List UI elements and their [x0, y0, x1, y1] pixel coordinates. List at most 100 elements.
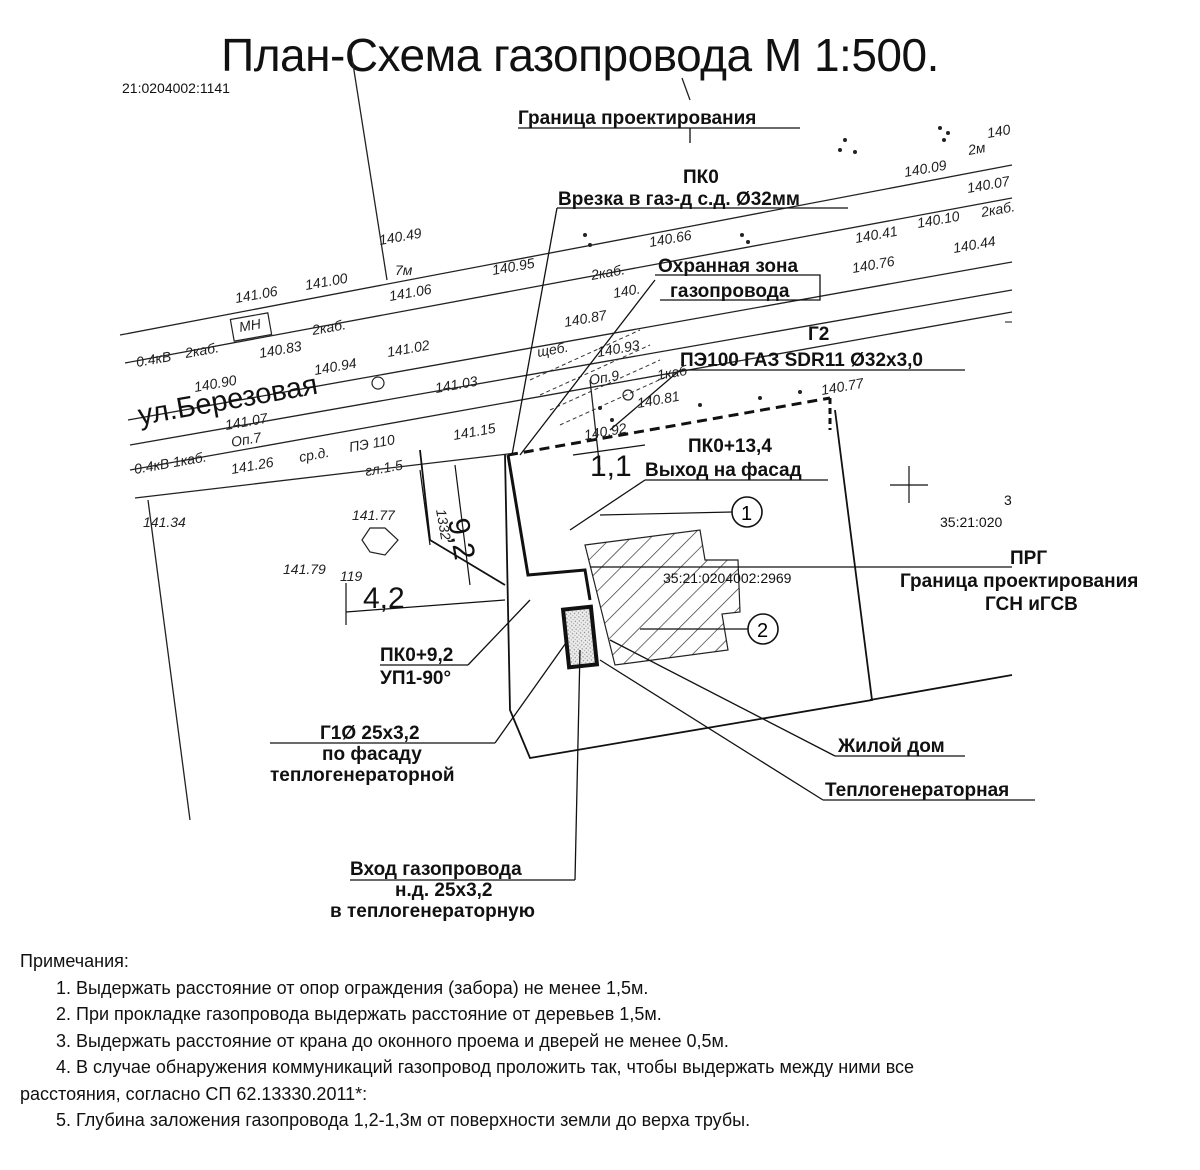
lot-boundary [419, 409, 1013, 760]
label-g1-1: Г1Ø 25x3,2 [320, 723, 420, 744]
svg-text:2: 2 [757, 620, 768, 642]
label-exit-facade: Выход на фасад [645, 460, 802, 481]
leader-lines [270, 127, 1035, 881]
svg-text:140.41: 140.41 [854, 223, 899, 246]
boiler-room [560, 604, 600, 670]
svg-text:141.34: 141.34 [143, 514, 186, 530]
label-protection-zone-1: Охранная зона [658, 256, 798, 277]
svg-text:140.10: 140.10 [916, 208, 961, 231]
dimension-lines [345, 444, 646, 625]
gas-pipeline-route [506, 396, 832, 601]
dimension-9-2: 9,2 [441, 515, 481, 562]
svg-text:140.49: 140.49 [378, 225, 423, 248]
road-lines [119, 44, 1013, 821]
label-pk0-13-4: ПК0+13,4 [688, 436, 772, 457]
svg-text:ср.д.: ср.д. [298, 444, 331, 465]
label-entry-1: Вход газопровода [350, 859, 522, 880]
svg-text:141.00: 141.00 [304, 270, 349, 293]
note-item: 3. Выдержать расстояние от крана до окон… [56, 1030, 729, 1051]
drawing-title: План-Схема газопровода М 1:500. [221, 29, 939, 81]
svg-text:141.07: 141.07 [224, 410, 270, 433]
svg-text:141.06: 141.06 [234, 283, 279, 306]
marker-2: 2 [747, 613, 779, 645]
note-item: 2. При прокладке газопровода выдержать р… [56, 1004, 662, 1024]
notes-section: Примечания: 1. Выдержать расстояние от о… [20, 948, 1180, 1134]
svg-text:2каб.: 2каб. [310, 316, 347, 338]
notes-heading: Примечания: [20, 951, 129, 971]
cadastral-letter-right: 3 [1004, 492, 1012, 508]
svg-text:МН: МН [238, 315, 263, 335]
svg-text:140.66: 140.66 [648, 227, 693, 250]
svg-text:140.94: 140.94 [313, 355, 358, 378]
svg-text:2каб.: 2каб. [589, 261, 626, 283]
svg-text:141.03: 141.03 [434, 373, 479, 396]
svg-text:140.44: 140.44 [952, 233, 997, 256]
dimension-1-1: 1,1 [590, 450, 632, 483]
label-boundary-right-2: ГСН иГСВ [985, 594, 1078, 615]
label-g1-3: теплогенераторной [270, 765, 455, 786]
svg-text:140.83: 140.83 [258, 338, 303, 361]
svg-text:141.26: 141.26 [230, 454, 275, 477]
svg-text:щеб.: щеб. [536, 339, 570, 360]
label-up1-90: УП1-90° [380, 668, 451, 689]
svg-text:140.: 140. [612, 280, 642, 300]
svg-text:140.77: 140.77 [820, 375, 866, 398]
protection-zone-lines [529, 329, 671, 426]
label-prg: ПРГ [1010, 548, 1047, 569]
svg-text:140.76: 140.76 [851, 253, 896, 276]
label-entry-2: н.д. 25x3,2 [395, 880, 493, 901]
svg-text:141.15: 141.15 [452, 420, 497, 443]
cadastral-number-right: 35:21:020 [940, 514, 1002, 530]
label-pipe-spec: ПЭ100 ГАЗ SDR11 Ø32x3,0 [680, 350, 923, 371]
svg-text:141.02: 141.02 [386, 337, 431, 360]
svg-text:140.95: 140.95 [491, 255, 536, 278]
label-house: Жилой дом [837, 736, 945, 757]
svg-text:141.79: 141.79 [283, 561, 326, 577]
note-item: 4. В случае обнаружения коммуникаций газ… [56, 1057, 915, 1077]
marker-1: 1 [731, 496, 763, 528]
svg-text:гл.1.5: гл.1.5 [364, 457, 404, 479]
svg-text:1каб: 1каб [656, 362, 689, 383]
note-item: 5. Глубина заложения газопровода 1,2-1,3… [56, 1110, 751, 1130]
svg-text:Оп.7: Оп.7 [230, 429, 264, 450]
svg-text:0.4кВ: 0.4кВ [135, 348, 173, 370]
dimension-4-2: 4,2 [363, 582, 405, 615]
label-g2: Г2 [808, 324, 829, 345]
tree-symbol [361, 527, 399, 556]
svg-text:141.06: 141.06 [388, 281, 433, 304]
svg-text:2каб.: 2каб. [979, 198, 1016, 220]
survey-crosshair [890, 466, 928, 503]
svg-text:2м: 2м [966, 139, 987, 158]
label-protection-zone-2: газопровода [670, 281, 790, 302]
label-tie-in: Врезка в газ-д с.д. Ø32мм [558, 189, 800, 210]
svg-text:Оп.9: Оп.9 [588, 367, 621, 388]
note-item-continuation: расстояния, согласно СП 62.13330.2011*: [20, 1083, 368, 1104]
svg-text:1: 1 [741, 503, 752, 525]
svg-text:140.09: 140.09 [903, 157, 948, 180]
label-boundary-top: Граница проектирования [518, 108, 756, 129]
svg-text:141.77: 141.77 [352, 507, 396, 523]
svg-text:119: 119 [340, 568, 363, 584]
svg-text:140.93: 140.93 [596, 337, 641, 360]
svg-text:0.4кВ 1каб.: 0.4кВ 1каб. [133, 448, 208, 476]
label-pk0: ПК0 [683, 167, 719, 188]
label-boundary-right-1: Граница проектирования [900, 571, 1138, 592]
mn-symbol [229, 312, 273, 342]
svg-text:140.92: 140.92 [583, 420, 628, 443]
label-pk0-9-2: ПК0+9,2 [380, 645, 453, 666]
cadastral-number-plot: 35:21:0204002:2969 [663, 570, 792, 586]
note-item: 1. Выдержать расстояние от опор огражден… [56, 977, 649, 998]
cadastral-number-top: 21:0204002:1141 [122, 80, 230, 96]
residential-house [584, 529, 741, 666]
svg-text:140.81: 140.81 [636, 388, 681, 411]
vegetation-marks [583, 126, 950, 422]
svg-text:1332: 1332 [433, 508, 454, 542]
svg-text:140.07: 140.07 [966, 173, 1012, 196]
pole-symbol [622, 389, 634, 401]
svg-text:2каб.: 2каб. [183, 339, 220, 361]
svg-text:ПЭ 110: ПЭ 110 [348, 431, 396, 455]
pole-symbol [371, 376, 385, 390]
svg-text:140.87: 140.87 [563, 307, 609, 330]
gas-pipeline-site-plan: 21:0204002:1141 1 [119, 44, 1138, 922]
svg-text:140: 140 [986, 121, 1012, 141]
